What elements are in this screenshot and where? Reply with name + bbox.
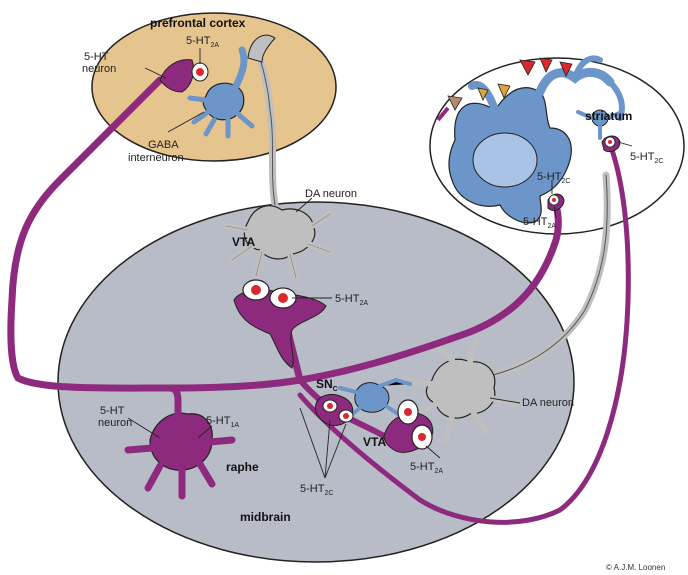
- label-da-neuron-right: DA neuron: [522, 397, 574, 409]
- label-midbrain-5ht2c: 5-HT2C: [300, 483, 333, 497]
- striatal-interneuron: [576, 109, 624, 140]
- snc-serotonin-terminal: [314, 393, 354, 426]
- da-neuron-right: [401, 337, 519, 443]
- label-midbrain: midbrain: [240, 510, 291, 524]
- raphe-serotonin-neuron: [124, 396, 236, 500]
- label-vta2-5ht2a: 5-HT2A: [410, 461, 443, 475]
- da-neuron-vta-top: [223, 205, 333, 281]
- label-raphe: raphe: [226, 460, 259, 474]
- leader-lines: [127, 48, 633, 479]
- label-raphe-5ht-neuron-l1: 5-HT: [100, 405, 125, 417]
- label-gaba-l2: interneuron: [128, 152, 184, 164]
- serotonin-terminal-cortex: [159, 59, 195, 93]
- label-vta-top: VTA: [232, 235, 255, 249]
- receptors-5ht2a-vta: [242, 279, 297, 309]
- label-pfc-5ht-neuron-l2: neuron: [82, 63, 116, 75]
- label-snc: SNC: [316, 377, 338, 393]
- label-pfc-5ht2a: 5-HT2A: [186, 35, 219, 49]
- striatal-neuron: [448, 55, 625, 224]
- copyright-text: © A.J.M. Loonen: [606, 563, 665, 572]
- midbrain-region: [57, 201, 575, 563]
- label-da-neuron-top: DA neuron: [305, 188, 357, 200]
- label-striatum-5ht2a: 5-HT2A: [523, 216, 556, 230]
- gaba-interneuron-cortex: [187, 46, 255, 139]
- snc-gaba-neuron: [338, 377, 412, 418]
- label-raphe-5ht-neuron-l2: neuron: [98, 417, 132, 429]
- label-striatum: striatum: [585, 109, 632, 123]
- label-striatum-5ht2c-right: 5-HT2C: [630, 151, 663, 165]
- label-vta-5ht2a: 5-HT2A: [335, 293, 368, 307]
- striatal-terminals: [436, 57, 573, 122]
- da-terminal-cortex: [247, 34, 276, 63]
- label-pfc-5ht-neuron-l1: 5-HT: [84, 51, 109, 63]
- receptor-5ht2a-cortex: [191, 62, 209, 82]
- striatum-receptor-terminals: [547, 135, 621, 211]
- label-gaba-l1: GABA: [148, 139, 179, 151]
- label-raphe-5ht1a: 5-HT1A: [206, 415, 239, 429]
- vta2-serotonin-terminal: [383, 399, 434, 453]
- label-striatum-5ht2c-left: 5-HT2C: [537, 171, 570, 185]
- label-vta-bottom: VTA: [363, 435, 386, 449]
- label-prefrontal-cortex: prefrontal cortex: [150, 16, 246, 30]
